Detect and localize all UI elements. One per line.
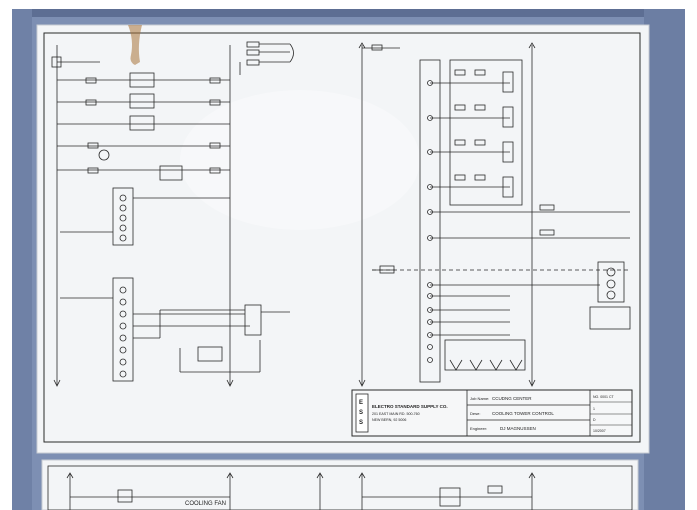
job-label: Job Name: — [470, 396, 489, 401]
company-name: ELECTRO STANDARD SUPPLY CO. — [372, 404, 448, 409]
lower-sheet-label: COOLING FAN — [185, 501, 226, 507]
company-logo — [355, 393, 369, 433]
svg-text:S: S — [359, 410, 363, 416]
lower-sheet-border — [47, 465, 633, 510]
wall-right-panel — [644, 9, 685, 510]
revision: D — [593, 418, 596, 422]
glare — [180, 90, 420, 230]
title-block: E S S ELECTRO STANDARD SUPPLY CO. 201 EA… — [351, 389, 633, 437]
schematic-lines — [51, 41, 631, 387]
engineer-value: DJ MAGNUSSEN — [500, 426, 536, 431]
engineer-label: Engineer: — [470, 426, 487, 431]
company-address-1: 201 EAST MAIN RD. 500-760 — [372, 412, 420, 416]
wall-top-shadow — [12, 9, 685, 17]
desc-value: COOLING TOWER CONTROL — [492, 411, 554, 416]
sheet-number: 1 — [593, 407, 595, 411]
title-block-frame — [351, 389, 633, 437]
logo-mark: E — [359, 400, 363, 406]
job-value: CCUDNG CENTER — [492, 396, 532, 401]
lower-sheet — [41, 459, 639, 510]
drawing-date: 10/2007 — [593, 429, 606, 433]
drawing-number: NO. 0001 CT — [593, 395, 614, 399]
lower-schematic-lines — [66, 472, 536, 510]
desc-label: Dese: — [470, 411, 480, 416]
drawing-sheet — [36, 24, 650, 454]
svg-text:S: S — [359, 420, 363, 426]
wall-left-panel — [12, 9, 32, 510]
company-address-2: NEW BERN, 92 5006 — [372, 418, 406, 422]
rust-stain — [128, 25, 142, 65]
drawing-border — [43, 32, 641, 443]
